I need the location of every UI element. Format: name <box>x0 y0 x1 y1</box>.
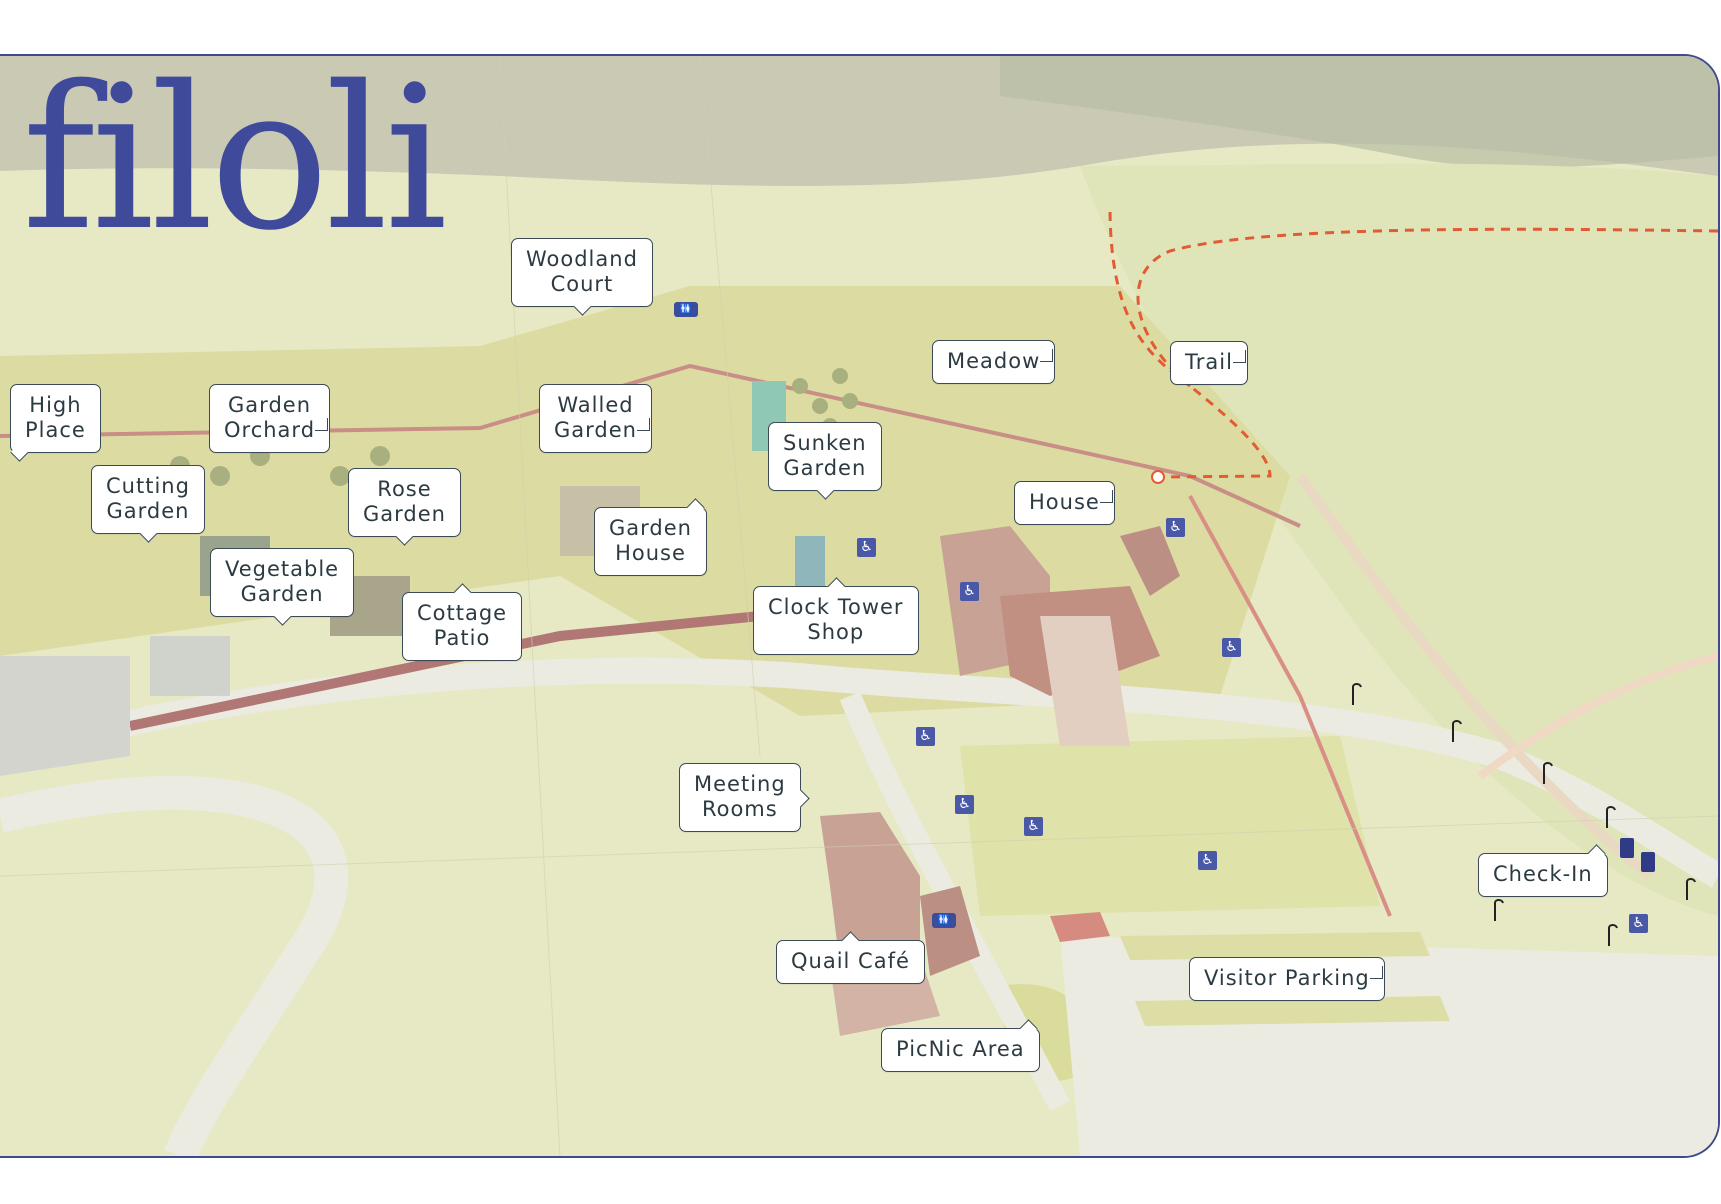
label-sunken-garden[interactable]: Sunken Garden <box>768 422 882 491</box>
wheelchair-icon: ♿ <box>857 538 876 557</box>
parking-island-1 <box>1120 932 1430 960</box>
label-clock-tower-shop[interactable]: Clock Tower Shop <box>753 586 919 655</box>
kiosk-icon <box>1620 838 1634 858</box>
filoli-logo: filoli <box>22 43 448 274</box>
lower-path <box>0 775 349 1156</box>
wheelchair-icon: ♿ <box>955 795 974 814</box>
label-vegetable-garden[interactable]: Vegetable Garden <box>210 548 355 617</box>
parking-lot <box>1060 936 1718 1156</box>
lower-field <box>960 736 1380 916</box>
greenhouse <box>150 636 230 696</box>
label-picnic-area[interactable]: PicNic Area <box>881 1028 1040 1072</box>
wheelchair-icon: ♿ <box>1198 851 1217 870</box>
label-quail-cafe[interactable]: Quail Café <box>776 940 925 984</box>
wheelchair-icon: ♿ <box>960 582 979 601</box>
label-check-in[interactable]: Check-In <box>1478 853 1608 897</box>
label-meadow[interactable]: Meadow <box>932 340 1056 384</box>
lamp-post-icon <box>1494 899 1504 921</box>
restroom-icon: 🚻 <box>932 913 956 928</box>
label-cottage-patio[interactable]: Cottage Patio <box>402 592 523 661</box>
wheelchair-icon: ♿ <box>1166 518 1185 537</box>
lamp-post-icon <box>1352 683 1362 705</box>
lamp-post-icon <box>1686 878 1696 900</box>
map-grid <box>0 56 1718 1156</box>
lamp-post-icon <box>1452 720 1462 742</box>
label-cutting-garden[interactable]: Cutting Garden <box>91 465 205 534</box>
lamp-post-icon <box>1543 762 1553 784</box>
east-wall <box>1188 495 1392 917</box>
label-walled-garden[interactable]: Walled Garden <box>539 384 652 453</box>
trail-path <box>1295 473 1654 880</box>
label-meeting-rooms[interactable]: Meeting Rooms <box>679 763 801 832</box>
wheelchair-icon: ♿ <box>1024 817 1043 836</box>
hiking-trail-route <box>1136 227 1718 479</box>
label-visitor-parking[interactable]: Visitor Parking <box>1189 957 1385 1001</box>
wheelchair-icon: ♿ <box>1222 638 1241 657</box>
label-rose-garden[interactable]: Rose Garden <box>348 468 461 537</box>
main-house <box>940 526 1180 746</box>
lamp-post-icon <box>1606 806 1616 828</box>
label-woodland-court[interactable]: Woodland Court <box>511 238 653 307</box>
label-house[interactable]: House <box>1014 481 1115 525</box>
trailhead-star-icon <box>1151 470 1165 484</box>
wheelchair-icon: ♿ <box>916 727 935 746</box>
south-wall <box>128 611 761 731</box>
wheelchair-icon: ♿ <box>1629 914 1648 933</box>
side-path <box>1477 652 1718 780</box>
label-high-place[interactable]: High Place <box>10 384 101 453</box>
lamp-post-icon <box>1608 924 1618 946</box>
parking-island-2 <box>1135 996 1450 1026</box>
entry-pavilion <box>1050 912 1110 942</box>
woodland-ridge <box>1000 56 1718 168</box>
west-buildings <box>0 656 130 776</box>
label-trail[interactable]: Trail <box>1170 341 1248 385</box>
meeting-rooms-building <box>820 812 980 1036</box>
label-garden-orchard[interactable]: Garden Orchard <box>209 384 331 453</box>
restroom-icon: 🚻 <box>674 302 698 317</box>
label-garden-house[interactable]: Garden House <box>594 507 707 576</box>
kiosk-icon <box>1641 852 1655 872</box>
sunken-pool <box>795 536 825 586</box>
